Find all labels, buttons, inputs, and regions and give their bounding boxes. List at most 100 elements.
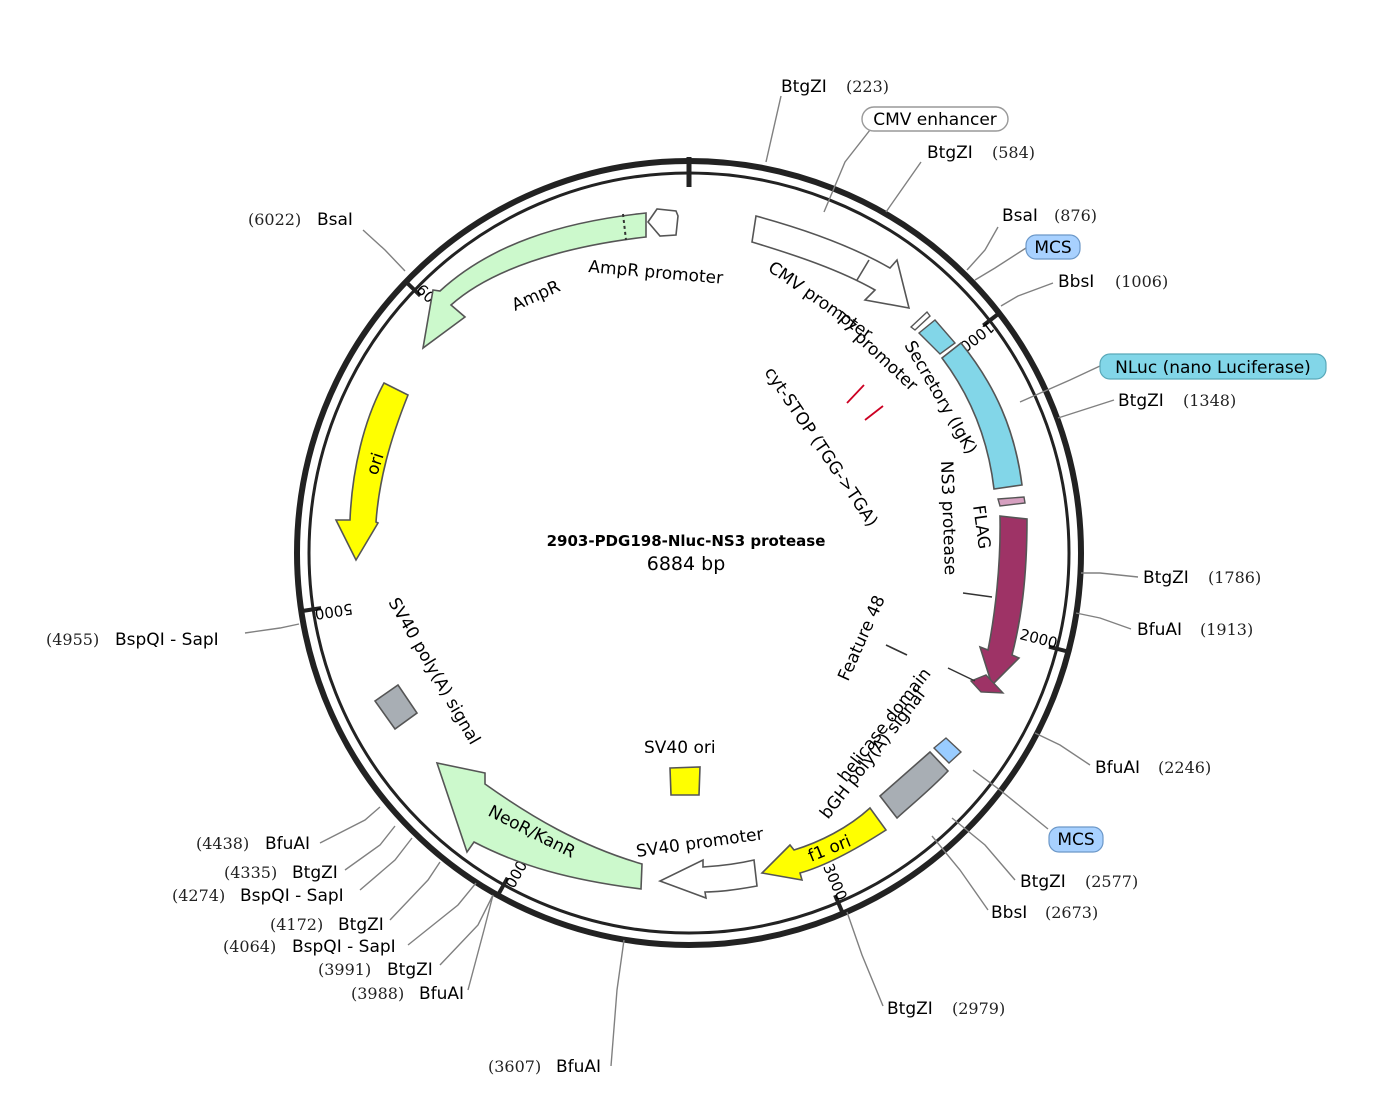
restriction-site-labels: BtgZI(223) BtgZI(584) BsaI(876) BbsI(100… — [46, 77, 1261, 1077]
ampr-promoter-boundary — [622, 213, 627, 241]
leader-btgzi-1786 — [1081, 572, 1139, 578]
feature-t7-promoter[interactable] — [909, 310, 931, 331]
svg-text:BtgZI: BtgZI — [338, 915, 384, 935]
site-btgzi-2577[interactable]: BtgZI(2577) — [1020, 872, 1138, 892]
svg-text:BspQI - SapI: BspQI - SapI — [240, 886, 344, 906]
leader-bbsi-1006 — [1000, 282, 1054, 307]
site-btgzi-4335[interactable]: (4335)BtgZI — [224, 863, 338, 883]
feature-ori[interactable] — [334, 381, 410, 562]
site-btgzi-4172[interactable]: (4172) BtgZI — [270, 915, 384, 935]
label-sv40-ori: SV40 ori — [644, 738, 716, 758]
svg-text:(2673): (2673) — [1045, 903, 1098, 922]
site-bfuai-4438[interactable]: (4438)BfuAI — [196, 834, 310, 854]
svg-text:BtgZI: BtgZI — [781, 77, 827, 97]
feature-sv40-polya[interactable] — [373, 683, 419, 731]
cmv-promoter-divider — [856, 259, 870, 281]
site-leader-lines — [244, 95, 1139, 1067]
label-feature48: Feature 48 — [834, 593, 889, 685]
feature-bgh[interactable] — [878, 750, 950, 820]
leader-bfuai-4438 — [319, 806, 381, 844]
leader-bsai-6022 — [362, 229, 406, 272]
feature-ampr-promoter[interactable] — [646, 208, 679, 237]
svg-text:BspQI - SapI: BspQI - SapI — [292, 937, 396, 957]
site-btgzi-2979[interactable]: BtgZI(2979) — [887, 999, 1005, 1019]
svg-text:BtgZI: BtgZI — [1118, 391, 1164, 411]
leader-bfuai-3607 — [610, 939, 625, 1067]
leader-btgzi-2979 — [846, 911, 884, 1007]
leader-mcs2 — [972, 769, 1049, 830]
feature-cmv-promoter[interactable] — [751, 214, 911, 310]
label-ampr: AmpR — [509, 277, 564, 316]
mcs2-label: MCS — [1057, 830, 1094, 850]
tick-mark-4000 — [496, 876, 510, 897]
leader-nluc — [1019, 365, 1101, 403]
leader-bfuai-1913 — [1075, 612, 1132, 630]
svg-text:BtgZI: BtgZI — [387, 960, 433, 980]
site-bbsi-1006[interactable]: BbsI (1006) — [1058, 272, 1168, 292]
leader-bfuai-2246 — [1034, 732, 1091, 766]
label-amp-promoter: AmpR promoter — [588, 257, 724, 289]
site-bsai-876[interactable]: BsaI(876) — [1002, 206, 1097, 226]
label-cyt-stop: cyt-STOP (TGG->TGA) — [760, 364, 882, 531]
mcs1-label: MCS — [1034, 238, 1071, 258]
nluc-box[interactable] — [1099, 353, 1327, 380]
svg-text:(3607): (3607) — [488, 1057, 541, 1076]
site-btgzi-1786[interactable]: BtgZI(1786) — [1143, 568, 1261, 588]
leader-bspqi-4955 — [244, 623, 300, 634]
tick-mark-6000 — [404, 280, 422, 298]
label-ns3: NS3 protease — [936, 460, 960, 575]
svg-text:(584): (584) — [992, 143, 1035, 162]
site-btgzi-223[interactable]: BtgZI(223) — [781, 77, 889, 97]
feature-sv40-ori[interactable] — [669, 766, 701, 796]
leader-bspqi-4064 — [407, 882, 477, 946]
helicase-pointer — [947, 667, 976, 682]
leader-bspqi-4274 — [359, 837, 413, 891]
site-bspqi-4955[interactable]: (4955)BspQI - SapI — [46, 630, 219, 650]
mcs1-box[interactable] — [1025, 234, 1081, 260]
site-btgzi-584[interactable]: BtgZI(584) — [927, 143, 1035, 163]
feature-f1ori[interactable] — [760, 806, 888, 882]
site-btgzi-3991[interactable]: (3991)BtgZI — [318, 960, 433, 980]
svg-text:(2577): (2577) — [1085, 872, 1138, 891]
feature-neor[interactable] — [435, 761, 643, 890]
svg-text:(4172): (4172) — [270, 915, 323, 934]
site-bfuai-2246[interactable]: BfuAI(2246) — [1095, 758, 1211, 778]
site-btgzi-1348[interactable]: BtgZI(1348) — [1118, 391, 1236, 411]
svg-text:(4064): (4064) — [223, 937, 276, 956]
feature-flag[interactable] — [997, 496, 1026, 507]
tick-label-5000: 5000 — [314, 600, 354, 623]
label-flag: FLAG — [968, 504, 994, 551]
svg-text:BtgZI: BtgZI — [887, 999, 933, 1019]
site-bspqi-4274[interactable]: (4274) BspQI - SapI — [172, 886, 344, 906]
leader-cmv-enhancer — [823, 129, 871, 213]
feature-helicase[interactable] — [969, 674, 1005, 694]
site-bfuai-3988[interactable]: (3988)BfuAI — [351, 984, 464, 1004]
site-bspqi-4064[interactable]: (4064) BspQI - SapI — [223, 937, 396, 957]
feature-ampr[interactable] — [421, 212, 647, 350]
mcs2-box[interactable] — [1048, 826, 1104, 853]
svg-text:(3988): (3988) — [351, 984, 404, 1003]
svg-text:(1006): (1006) — [1115, 272, 1168, 291]
site-bfuai-3607[interactable]: (3607) BfuAI — [488, 1057, 601, 1077]
feature-nluc[interactable] — [940, 341, 1023, 490]
cmv-enhancer-box[interactable] — [861, 106, 1009, 132]
feature-mcs2[interactable] — [932, 737, 963, 764]
site-bfuai-1913[interactable]: BfuAI(1913) — [1137, 620, 1253, 640]
feature-ns3[interactable] — [978, 515, 1028, 687]
cmv-enhancer-label: CMV enhancer — [873, 110, 997, 130]
leader-btgzi-4335 — [344, 825, 396, 871]
feature-sv40-promoter[interactable] — [657, 858, 758, 900]
site-bsai-6022[interactable]: (6022)BsaI — [248, 210, 353, 230]
feature-48-mark — [885, 644, 908, 656]
svg-text:(6022): (6022) — [248, 210, 301, 229]
svg-text:BbsI: BbsI — [1058, 272, 1094, 292]
svg-text:BfuAI: BfuAI — [556, 1057, 601, 1077]
tick-label-3000: 3000 — [819, 861, 851, 903]
svg-text:(1913): (1913) — [1200, 620, 1253, 639]
site-bbsi-2673[interactable]: BbsI(2673) — [991, 903, 1098, 923]
tick-mark-5000 — [301, 606, 322, 614]
svg-text:(4274): (4274) — [172, 886, 225, 905]
feature-secretory[interactable] — [917, 319, 957, 355]
leader-btgzi-1348 — [1057, 399, 1115, 419]
